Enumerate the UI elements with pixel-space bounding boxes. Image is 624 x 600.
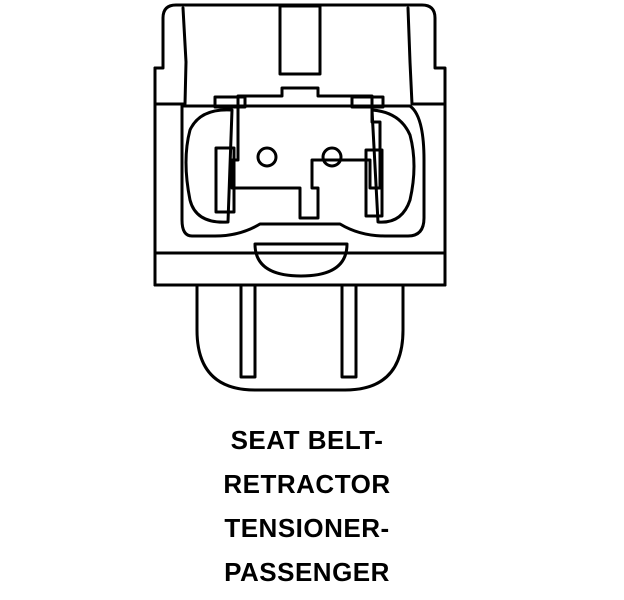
caption-line-1: SEAT BELT-	[230, 425, 384, 455]
caption-line-3: TENSIONER-	[224, 513, 390, 543]
right-latch-rail	[406, 6, 447, 106]
lower-left-rail	[239, 283, 257, 379]
left-side-boss	[184, 108, 234, 224]
right-locking-tab	[364, 148, 384, 218]
connector-diagram	[153, 3, 447, 392]
keying-half-moon	[253, 242, 349, 278]
inner-cavity-outline	[180, 104, 426, 238]
terminal-block	[230, 86, 382, 220]
left-locking-tab	[214, 146, 236, 214]
connector-top-outline	[153, 3, 447, 287]
connector-caption: SEAT BELT- RETRACTOR TENSIONER- PASSENGE…	[0, 418, 614, 594]
right-side-boss	[370, 108, 416, 224]
pin-hole-left	[256, 146, 278, 168]
lower-right-rail	[340, 283, 358, 379]
top-center-slot	[278, 4, 322, 76]
left-latch-rail	[153, 6, 188, 106]
lower-body-outline	[195, 283, 405, 392]
pin-hole-right	[321, 146, 343, 168]
caption-line-2: RETRACTOR	[223, 469, 391, 499]
caption-line-4: PASSENGER	[224, 557, 390, 587]
